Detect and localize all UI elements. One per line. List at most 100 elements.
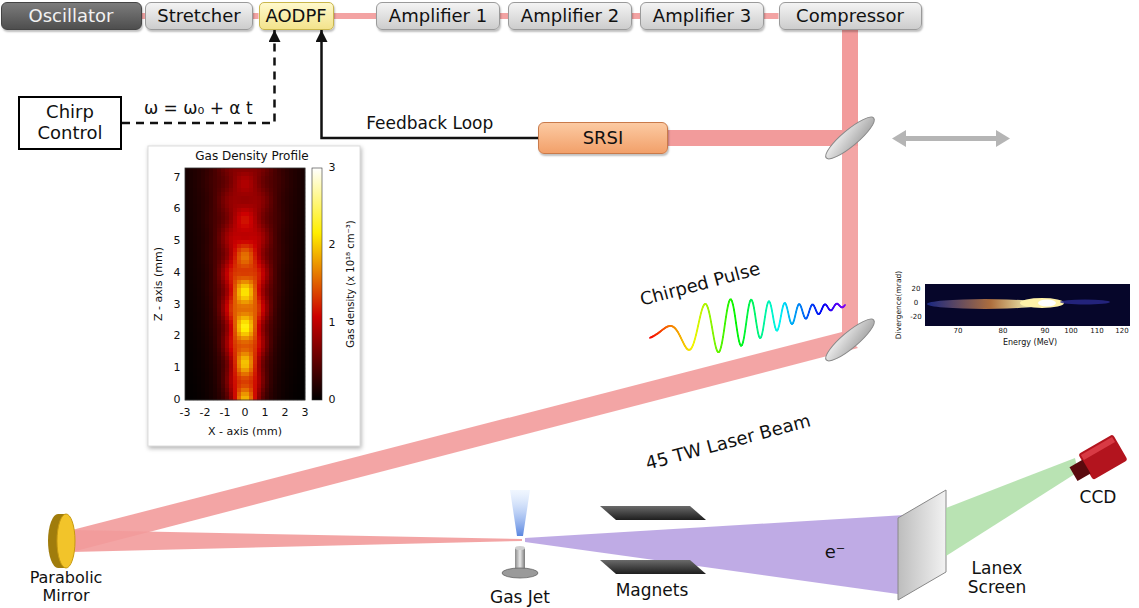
density-cell [273, 312, 277, 316]
density-cell [217, 212, 221, 216]
pulse-stroke [718, 351, 719, 353]
density-cell [297, 168, 301, 172]
density-cell [217, 336, 221, 340]
density-cell [217, 312, 221, 316]
density-cell [197, 284, 201, 288]
density-cell [261, 280, 265, 284]
density-cell [189, 336, 193, 340]
density-cell [185, 340, 189, 344]
density-cell [213, 272, 217, 276]
density-cell [293, 232, 297, 236]
density-cell [209, 192, 213, 196]
density-cell [293, 240, 297, 244]
density-cell [245, 216, 249, 220]
density-cell [201, 364, 205, 368]
density-cell [213, 392, 217, 396]
density-cell [285, 336, 289, 340]
density-cell [185, 172, 189, 176]
density-cell [269, 208, 273, 212]
density-cell [301, 352, 305, 356]
density-cell [265, 300, 269, 304]
density-cell [301, 388, 305, 392]
density-cell [221, 196, 225, 200]
density-cell [189, 208, 193, 212]
density-cell [189, 344, 193, 348]
density-cell [277, 216, 281, 220]
density-cell [209, 208, 213, 212]
density-cell [285, 204, 289, 208]
density-cell [229, 368, 233, 372]
density-cell [301, 180, 305, 184]
pulse-stroke [837, 303, 838, 305]
density-cell [269, 364, 273, 368]
density-cell [233, 364, 237, 368]
density-cell [285, 180, 289, 184]
density-cell [221, 180, 225, 184]
density-cell [217, 316, 221, 320]
density-cell [209, 184, 213, 188]
density-cell [209, 252, 213, 256]
density-cell [297, 336, 301, 340]
density-cell [281, 292, 285, 296]
density-cell [277, 248, 281, 252]
density-cell [297, 348, 301, 352]
density-cell [261, 184, 265, 188]
density-cell [297, 272, 301, 276]
density-cell [245, 328, 249, 332]
density-cell [273, 188, 277, 192]
density-cell [205, 316, 209, 320]
density-cell [297, 384, 301, 388]
density-cell [249, 168, 253, 172]
density-cell [205, 220, 209, 224]
density-cell [269, 392, 273, 396]
pulse-stroke [755, 314, 756, 321]
pulse-stroke [703, 305, 704, 307]
density-cell [217, 264, 221, 268]
density-cell [261, 308, 265, 312]
density-cell [185, 300, 189, 304]
density-cell [285, 356, 289, 360]
density-cell [189, 200, 193, 204]
density-cell [249, 268, 253, 272]
density-cell [273, 192, 277, 196]
density-cell [241, 180, 245, 184]
density-cell [257, 356, 261, 360]
density-cell [297, 392, 301, 396]
density-inset [312, 168, 322, 400]
density-cell [257, 368, 261, 372]
density-cell [233, 324, 237, 328]
density-cell [261, 396, 265, 400]
density-cell [277, 352, 281, 356]
density-cell [201, 372, 205, 376]
density-cell [197, 272, 201, 276]
density-cell [185, 324, 189, 328]
density-cell [269, 212, 273, 216]
density-cell [257, 192, 261, 196]
density-cell [301, 228, 305, 232]
density-cell [265, 308, 269, 312]
density-cell [269, 288, 273, 292]
pulse-stroke [662, 328, 663, 331]
density-cell [197, 244, 201, 248]
pulse-stroke [805, 317, 806, 319]
density-cell [209, 316, 213, 320]
density-cell [237, 240, 241, 244]
density-cell [185, 304, 189, 308]
density-cell [233, 384, 237, 388]
density-cell [249, 292, 253, 296]
pulse-stroke [730, 299, 731, 301]
density-cell [297, 316, 301, 320]
density-cell [229, 252, 233, 256]
density-cell [221, 340, 225, 344]
density-cell [245, 220, 249, 224]
density-cell [245, 264, 249, 268]
density-cell [277, 316, 281, 320]
density-cell [253, 304, 257, 308]
pulse-stroke [652, 335, 653, 337]
density-cell [269, 352, 273, 356]
density-cell [285, 316, 289, 320]
density-cell [297, 228, 301, 232]
density-cell [241, 308, 245, 312]
density-cell [221, 224, 225, 228]
density-cell [205, 212, 209, 216]
